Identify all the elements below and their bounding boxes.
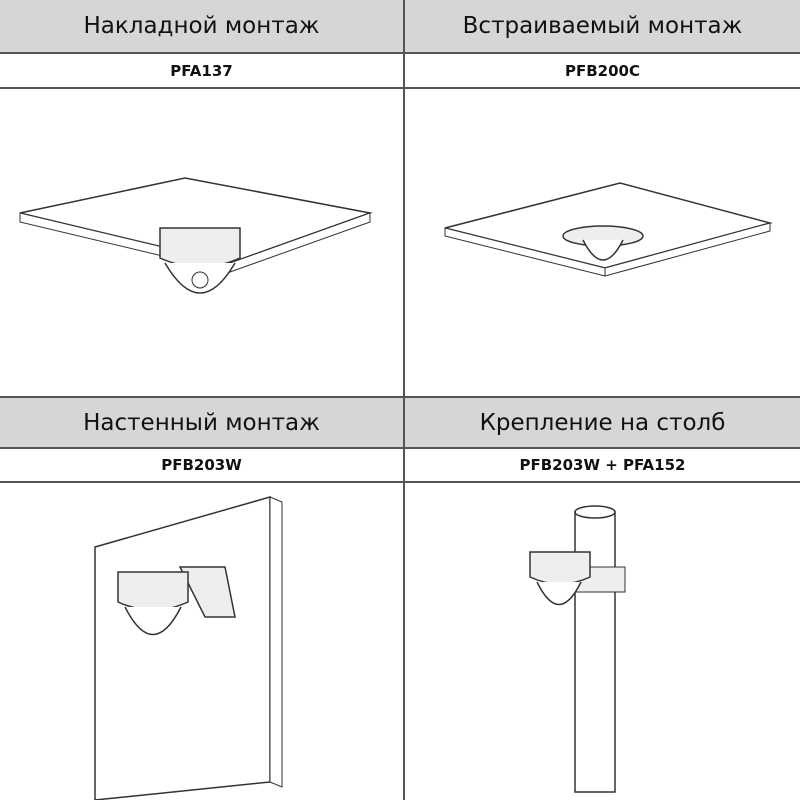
mount-model-pole: PFB203W + PFA152 bbox=[405, 449, 800, 481]
mount-model-surface: PFA137 bbox=[0, 54, 403, 87]
mount-title-wall: Настенный монтаж bbox=[0, 398, 403, 447]
mount-title-surface: Накладной монтаж bbox=[0, 0, 403, 52]
mount-model-flush: PFB200C bbox=[405, 54, 800, 87]
pole-mount-illustration bbox=[529, 505, 626, 793]
mount-model-wall: PFB203W bbox=[0, 449, 403, 481]
mount-title-flush: Встраиваемый монтаж bbox=[405, 0, 800, 52]
surface-mount-illustration bbox=[19, 177, 373, 294]
mount-title-pole: Крепление на столб bbox=[405, 398, 800, 447]
wall-mount-illustration bbox=[94, 496, 283, 800]
flush-mount-illustration bbox=[444, 182, 773, 277]
